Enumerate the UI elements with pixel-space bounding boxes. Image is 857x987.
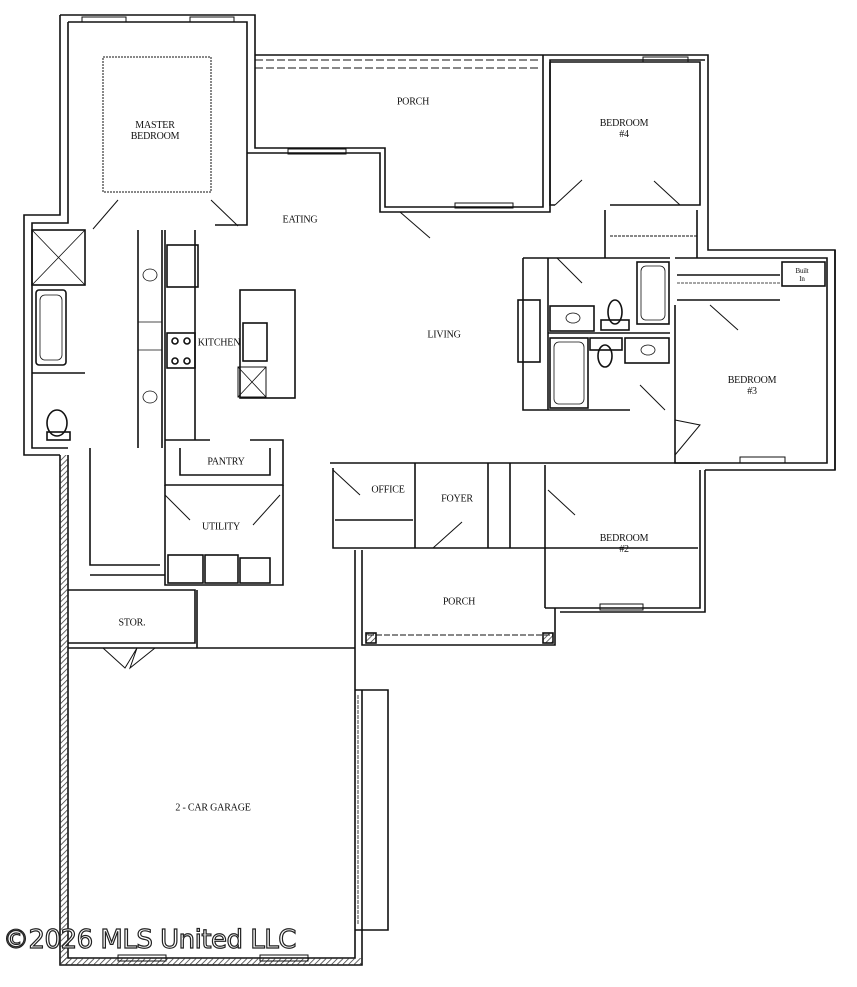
hall-baths (517, 257, 670, 411)
rear-porch (247, 54, 705, 239)
front-porch (361, 550, 556, 646)
room-label-built-in: Built In (795, 267, 809, 283)
room-label-living: LIVING (427, 329, 461, 341)
kitchen (164, 230, 296, 440)
room-label-storage: STOR. (118, 617, 146, 629)
garage (59, 455, 389, 966)
room-label-bedroom-3: BEDROOM #3 (727, 375, 777, 397)
room-label-master-bedroom: MASTER BEDROOM (130, 120, 180, 142)
room-label-pantry: PANTRY (207, 456, 245, 468)
pantry-utility (89, 439, 284, 586)
room-label-front-porch: PORCH (442, 596, 476, 608)
master-bedroom-walls (23, 14, 256, 456)
copyright-watermark: ©2026 MLS United LLC (2, 924, 297, 955)
room-label-rear-porch: PORCH (396, 96, 430, 108)
bedroom-3 (674, 257, 828, 464)
office-foyer-bedroom2 (330, 462, 701, 611)
room-label-garage: 2 - CAR GARAGE (175, 802, 251, 814)
bedroom-4 (543, 54, 836, 471)
room-label-bedroom-4: BEDROOM #4 (599, 118, 649, 140)
master-bath (31, 229, 163, 448)
room-label-bedroom-2: BEDROOM #2 (599, 533, 649, 555)
room-label-utility: UTILITY (201, 521, 241, 533)
room-label-foyer: FOYER (441, 493, 473, 505)
room-label-kitchen: KITCHEN (197, 337, 241, 349)
room-label-office: OFFICE (371, 484, 405, 496)
room-label-eating: EATING (282, 214, 318, 226)
